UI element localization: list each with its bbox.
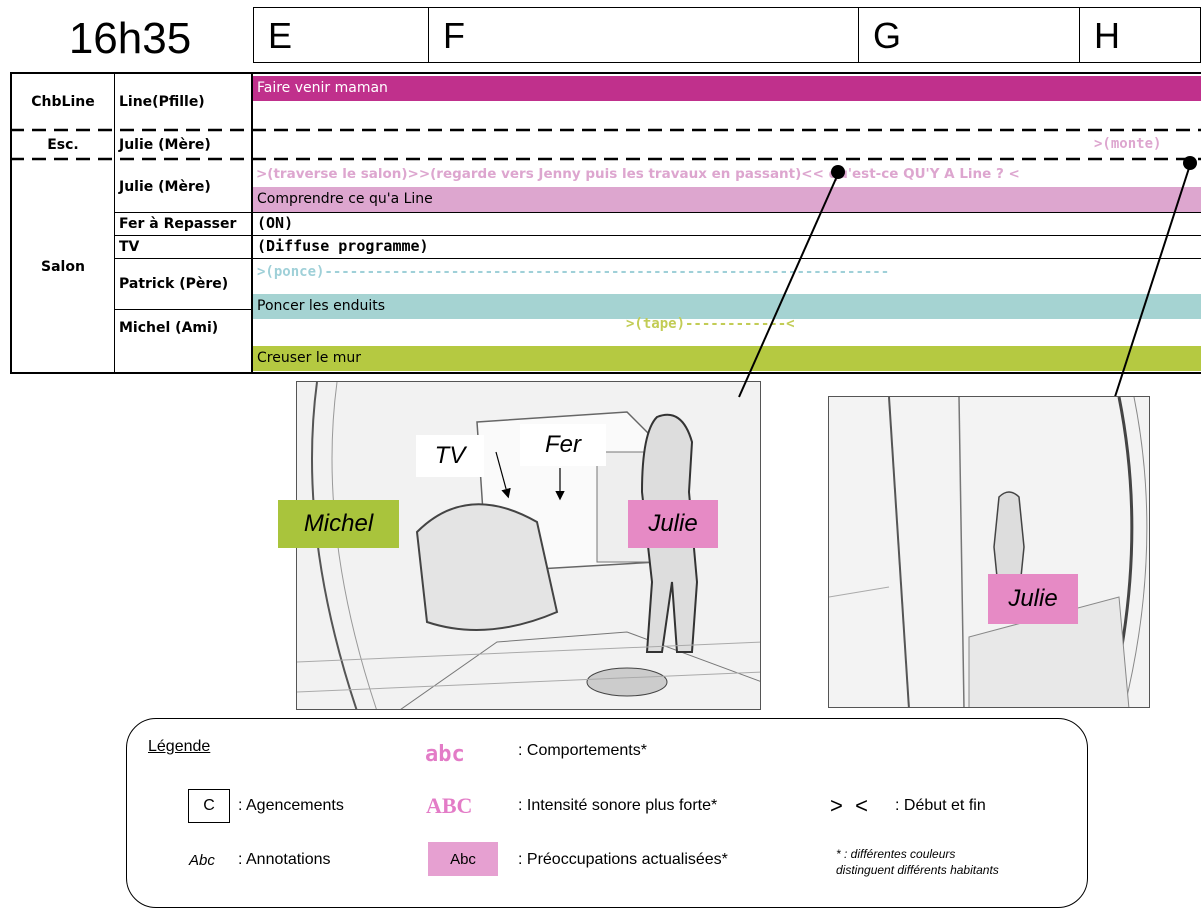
label-fer: Fer (520, 424, 606, 466)
legend-note: * : différentes couleurs distinguent dif… (836, 846, 999, 878)
row-sep-fer (114, 235, 1201, 236)
preoccupation-julie: Comprendre ce qu'a Line (253, 187, 1201, 212)
legend-loud-label: : Intensité sonore plus forte* (518, 797, 718, 814)
actor-divider (251, 72, 253, 374)
legend-note-line1: * : différentes couleurs (836, 847, 956, 861)
dashed-separator-2 (10, 157, 1201, 161)
legend-startend-label: : Début et fin (895, 797, 986, 814)
state-fer: (ON) (257, 214, 294, 232)
room-divider (114, 72, 115, 374)
table-bottom-border (10, 372, 1201, 374)
current-time: 16h35 (68, 14, 192, 63)
column-header-h: H (1079, 7, 1201, 63)
room-chbline: ChbLine (31, 94, 95, 110)
legend-arrangement-sample: C (188, 789, 230, 823)
actor-fer: Fer à Repasser (119, 216, 237, 232)
preoccupation-patrick: Poncer les enduits (253, 294, 1201, 319)
preoccupation-michel: Creuser le mur (253, 346, 1201, 371)
legend-note-line2: distinguent différents habitants (836, 863, 999, 877)
timeline-table: ChbLine Esc. Salon Line(Pfille) Julie (M… (10, 72, 1201, 374)
table-left-border (10, 72, 12, 374)
escalier-sketch (829, 397, 1149, 707)
legend-startend-sample: > < (830, 793, 868, 818)
row-sep-julie (114, 212, 1201, 213)
column-header-g: G (858, 7, 1080, 63)
actor-julie-salon: Julie (Mère) (119, 179, 211, 195)
legend-preocc-sample: Abc (428, 842, 498, 876)
room-esc: Esc. (47, 137, 79, 153)
legend-preocc-label: : Préoccupations actualisées* (518, 851, 728, 868)
legend-title: Légende (148, 738, 211, 755)
photo-escalier (828, 396, 1150, 708)
label-julie-left: Julie (628, 500, 718, 548)
behavior-patrick: >(ponce)--------------------------------… (257, 264, 890, 280)
legend-behavior-sample: abc (425, 742, 465, 767)
column-header-e: E (253, 7, 429, 63)
label-julie-right: Julie (988, 574, 1078, 624)
dashed-separator-1 (10, 128, 1201, 132)
legend-loud-sample: ABC (426, 793, 473, 818)
table-top-border (10, 72, 1201, 74)
legend-behavior-label: : Comportements* (518, 742, 647, 759)
behavior-julie-salon: >(traverse le salon)>>(regarde vers Jenn… (256, 166, 1020, 182)
actor-tv: TV (119, 239, 140, 255)
legend-annotation-sample: Abc (189, 852, 215, 869)
row-sep-tv (114, 258, 1201, 259)
legend-arrangement-label: : Agencements (238, 797, 344, 814)
label-tv: TV (416, 435, 484, 477)
label-michel: Michel (278, 500, 399, 548)
room-salon: Salon (41, 259, 85, 275)
column-header-f: F (428, 7, 859, 63)
preoccupation-line: Faire venir maman (253, 76, 1201, 101)
behavior-julie-monte: >(monte) (1094, 136, 1162, 152)
actor-line: Line(Pfille) (119, 94, 205, 110)
actor-patrick: Patrick (Père) (119, 276, 229, 292)
actor-michel: Michel (Ami) (119, 320, 219, 336)
actor-julie-esc: Julie (Mère) (119, 137, 211, 153)
legend-annotation-label: : Annotations (238, 851, 331, 868)
behavior-michel: >(tape)------------< (626, 316, 795, 332)
state-tv: (Diffuse programme) (257, 237, 429, 255)
